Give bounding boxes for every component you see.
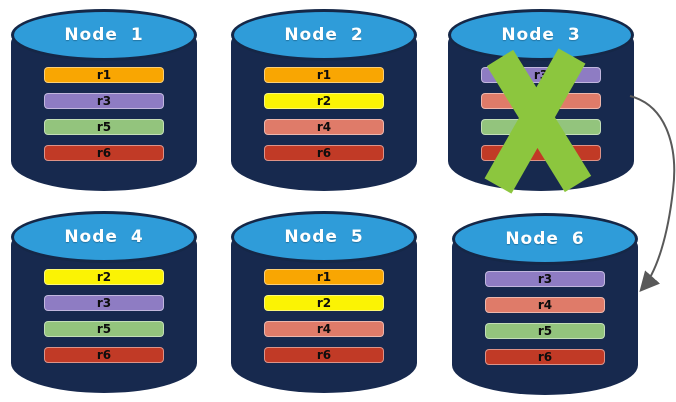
replica-bar-r3: r3 xyxy=(44,93,164,109)
replica-bar-r1: r1 xyxy=(264,67,384,83)
node-6-cylinder-body xyxy=(452,239,638,395)
node-3-cylinder-top: Node 3 xyxy=(448,9,634,61)
node-6-replicas: r3 r4 r5 r6 xyxy=(485,271,605,365)
replica-bar-r6: r6 xyxy=(44,145,164,161)
replica-bar-r4: r4 xyxy=(264,321,384,337)
replica-label: r2 xyxy=(316,94,332,108)
node-4-title: Node 4 xyxy=(64,227,144,247)
replica-bar-r3: r3 xyxy=(481,67,601,83)
replica-bar-r5 xyxy=(481,119,601,135)
node-5-cylinder-body xyxy=(231,237,417,393)
node-1: Node 1 r1 r3 r5 r6 xyxy=(11,9,197,191)
replica-label: r1 xyxy=(316,68,332,82)
replica-label: r1 xyxy=(96,68,112,82)
node-5-cylinder-top: Node 5 xyxy=(231,211,417,263)
node-2-replicas: r1 r2 r4 r6 xyxy=(264,67,384,161)
replica-label: r2 xyxy=(316,296,332,310)
replica-bar-r5: r5 xyxy=(44,119,164,135)
replica-label: r1 xyxy=(316,270,332,284)
node-3-title: Node 3 xyxy=(501,25,581,45)
replica-bar-r2: r2 xyxy=(264,295,384,311)
replica-label: r6 xyxy=(96,348,112,362)
replica-bar-r3: r3 xyxy=(44,295,164,311)
replica-bar-r2: r2 xyxy=(44,269,164,285)
replica-label: r4 xyxy=(537,298,553,312)
replica-label: r3 xyxy=(537,272,553,286)
node-2-cylinder-top: Node 2 xyxy=(231,9,417,61)
replica-label: r6 xyxy=(316,348,332,362)
replica-label: r3 xyxy=(96,94,112,108)
replica-bar-r1: r1 xyxy=(44,67,164,83)
node-3-replicas: r3 xyxy=(481,67,601,161)
node-2-title: Node 2 xyxy=(284,25,364,45)
node-4-cylinder-top: Node 4 xyxy=(11,211,197,263)
replica-label: r6 xyxy=(96,146,112,160)
node-2-cylinder-body xyxy=(231,35,417,191)
node-5-replicas: r1 r2 r4 r6 xyxy=(264,269,384,363)
replica-bar-r6: r6 xyxy=(44,347,164,363)
node-4-cylinder-body xyxy=(11,237,197,393)
replica-label: r6 xyxy=(316,146,332,160)
node-4: Node 4 r2 r3 r5 r6 xyxy=(11,211,197,393)
replica-label: r5 xyxy=(537,324,553,338)
node-2: Node 2 r1 r2 r4 r6 xyxy=(231,9,417,191)
node-4-replicas: r2 r3 r5 r6 xyxy=(44,269,164,363)
node-6: Node 6 r3 r4 r5 r6 xyxy=(452,213,638,395)
replica-label: r5 xyxy=(96,322,112,336)
replica-bar-r5: r5 xyxy=(44,321,164,337)
node-1-cylinder-top: Node 1 xyxy=(11,9,197,61)
replica-bar-r6: r6 xyxy=(264,347,384,363)
replica-label: r3 xyxy=(533,68,549,82)
node-6-cylinder-top: Node 6 xyxy=(452,213,638,265)
replica-bar-r4 xyxy=(481,93,601,109)
replica-bar-r2: r2 xyxy=(264,93,384,109)
node-3: Node 3 r3 xyxy=(448,9,634,191)
replica-label: r2 xyxy=(96,270,112,284)
replica-bar-r1: r1 xyxy=(264,269,384,285)
node-5: Node 5 r1 r2 r4 r6 xyxy=(231,211,417,393)
replica-bar-r3: r3 xyxy=(485,271,605,287)
replica-label: r3 xyxy=(96,296,112,310)
replica-bar-r5: r5 xyxy=(485,323,605,339)
replica-label: r4 xyxy=(316,120,332,134)
node-1-cylinder-body xyxy=(11,35,197,191)
replica-bar-r4: r4 xyxy=(485,297,605,313)
replica-label: r4 xyxy=(316,322,332,336)
replica-bar-r6: r6 xyxy=(485,349,605,365)
node-1-title: Node 1 xyxy=(64,25,144,45)
replica-label: r5 xyxy=(96,120,112,134)
node-5-title: Node 5 xyxy=(284,227,364,247)
replica-bar-r6 xyxy=(481,145,601,161)
replica-label: r6 xyxy=(537,350,553,364)
node-6-title: Node 6 xyxy=(505,229,585,249)
replica-bar-r6: r6 xyxy=(264,145,384,161)
replica-bar-r4: r4 xyxy=(264,119,384,135)
node-1-replicas: r1 r3 r5 r6 xyxy=(44,67,164,161)
